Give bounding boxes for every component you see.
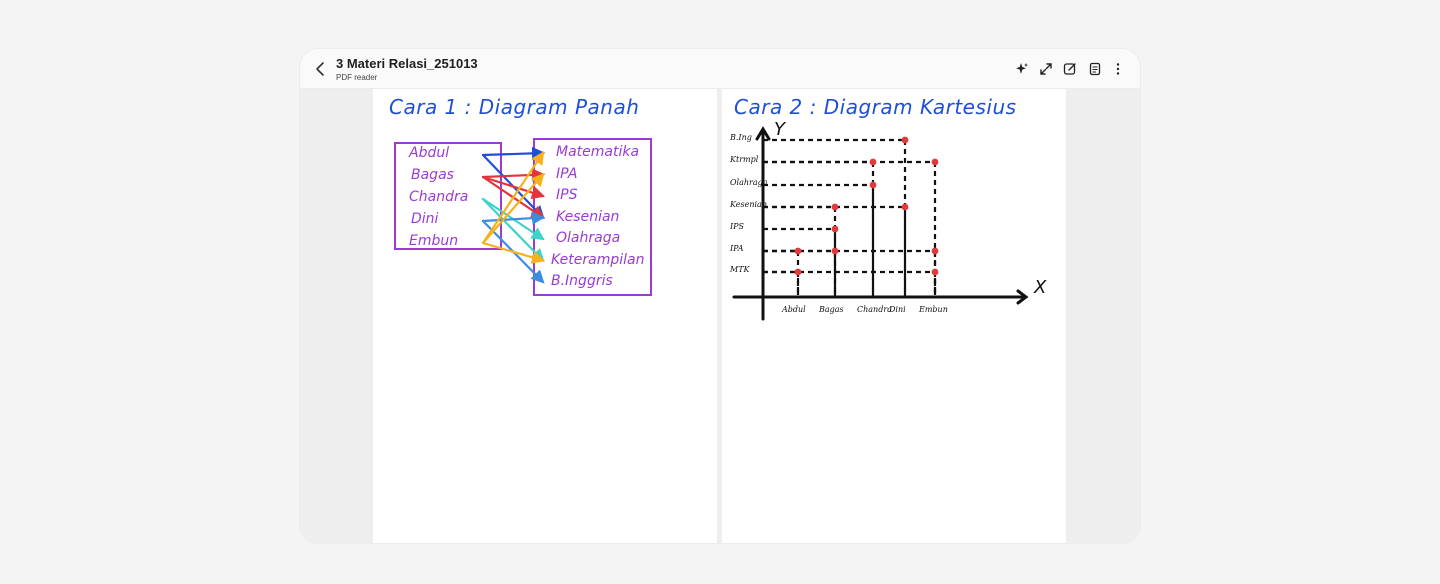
more-icon: [1116, 63, 1120, 75]
back-button[interactable]: [310, 58, 332, 80]
codomain-item-ips: IPS: [556, 187, 578, 203]
pdf-page-right: Cara 2 : Diagram Kartesius Y X MTK IPA IPS…: [722, 89, 1066, 543]
point-chandra-olahraga: [869, 181, 877, 189]
codomain-item-matematika: Matematika: [556, 144, 640, 160]
x-axis-letter: X: [1034, 277, 1047, 298]
point-abdul-mtk: [794, 268, 802, 276]
y-tick-label-ipa: IPA: [730, 244, 744, 253]
edit-button[interactable]: [1060, 59, 1080, 79]
codomain-item-ipa: IPA: [556, 165, 578, 182]
arrow-diagram: [394, 138, 652, 296]
chevron-left-icon: [316, 62, 324, 76]
heading-arrow-diagram: Cara 1 : Diagram Panah: [389, 95, 640, 119]
document-title: 3 Materi Relasi_251013: [336, 56, 478, 71]
heading-cartesian-diagram: Cara 2 : Diagram Kartesius: [734, 95, 1017, 119]
sparkle-icon: [1016, 63, 1028, 74]
app-subtitle: PDF reader: [336, 73, 378, 82]
point-embun-ktrmpl: [931, 158, 939, 166]
arrow-bagas-to-ips: [481, 175, 546, 199]
arrow-chandra-to-keterampilan: [481, 197, 545, 263]
codomain-item-olahraga: Olahraga: [556, 230, 621, 246]
ai-sparkle-button[interactable]: [1012, 59, 1032, 79]
y-tick-label-ktrmpl: Ktrmpl: [730, 155, 759, 164]
point-chandra-ktrmpl: [869, 158, 877, 166]
notes-button[interactable]: [1085, 59, 1105, 79]
domain-item-embun: Embun: [409, 233, 459, 249]
domain-box: [394, 142, 502, 250]
expand-icon: [1040, 63, 1052, 75]
codomain-item-kesenian: Kesenian: [556, 208, 620, 225]
x-tick-label-bagas: Bagas: [819, 305, 844, 314]
point-abdul-ipa: [794, 247, 802, 255]
domain-item-dini: Dini: [411, 211, 439, 227]
point-bagas-kesenian: [831, 203, 839, 211]
edit-icon: [1063, 63, 1076, 75]
more-options-button[interactable]: [1108, 59, 1128, 79]
cartesian-diagram: [732, 126, 1029, 321]
notes-icon: [1089, 62, 1101, 76]
domain-item-chandra: Chandra: [409, 189, 469, 205]
domain-item-abdul: Abdul: [409, 145, 450, 161]
codomain-item-b-inggris: B.Inggris: [551, 273, 613, 289]
point-embun-ipa: [931, 247, 939, 255]
y-tick-label-mtk: MTK: [730, 265, 750, 274]
x-tick-label-embun: Embun: [919, 305, 948, 314]
y-tick-label-ips: IPS: [730, 222, 745, 231]
y-tick-label-b-ing: B.Ing: [730, 133, 752, 142]
point-bagas-ips: [831, 225, 839, 233]
y-axis: [755, 126, 771, 321]
arrow-embun-to-matematika: [481, 151, 545, 245]
x-tick-label-abdul: Abdul: [782, 305, 806, 314]
point-embun-mtk: [931, 268, 939, 276]
fullscreen-button[interactable]: [1036, 59, 1056, 79]
point-dini-kesenian: [901, 203, 909, 211]
point-bagas-ipa: [831, 247, 839, 255]
arrow-embun-to-ipa: [481, 172, 545, 245]
y-axis-letter: Y: [774, 119, 785, 140]
codomain-item-keterampilan: Keterampilan: [551, 251, 645, 268]
arrow-embun-to-keterampilan: [481, 241, 546, 264]
point-dini-b-ing: [901, 136, 909, 144]
x-tick-label-chandra: Chandra: [857, 305, 892, 314]
title-bar: 3 Materi Relasi_251013 PDF reader: [300, 49, 1140, 89]
pdf-reader-window: 3 Materi Relasi_251013 PDF reader: [300, 49, 1140, 543]
domain-item-bagas: Bagas: [411, 167, 454, 183]
arrow-dini-to-kesenian: [481, 211, 546, 225]
y-tick-label-olahraga: Olahraga: [730, 178, 768, 187]
x-axis: [732, 289, 1029, 305]
y-tick-label-kesenian: Kesenian: [730, 200, 767, 209]
x-tick-label-dini: Dini: [889, 305, 906, 314]
